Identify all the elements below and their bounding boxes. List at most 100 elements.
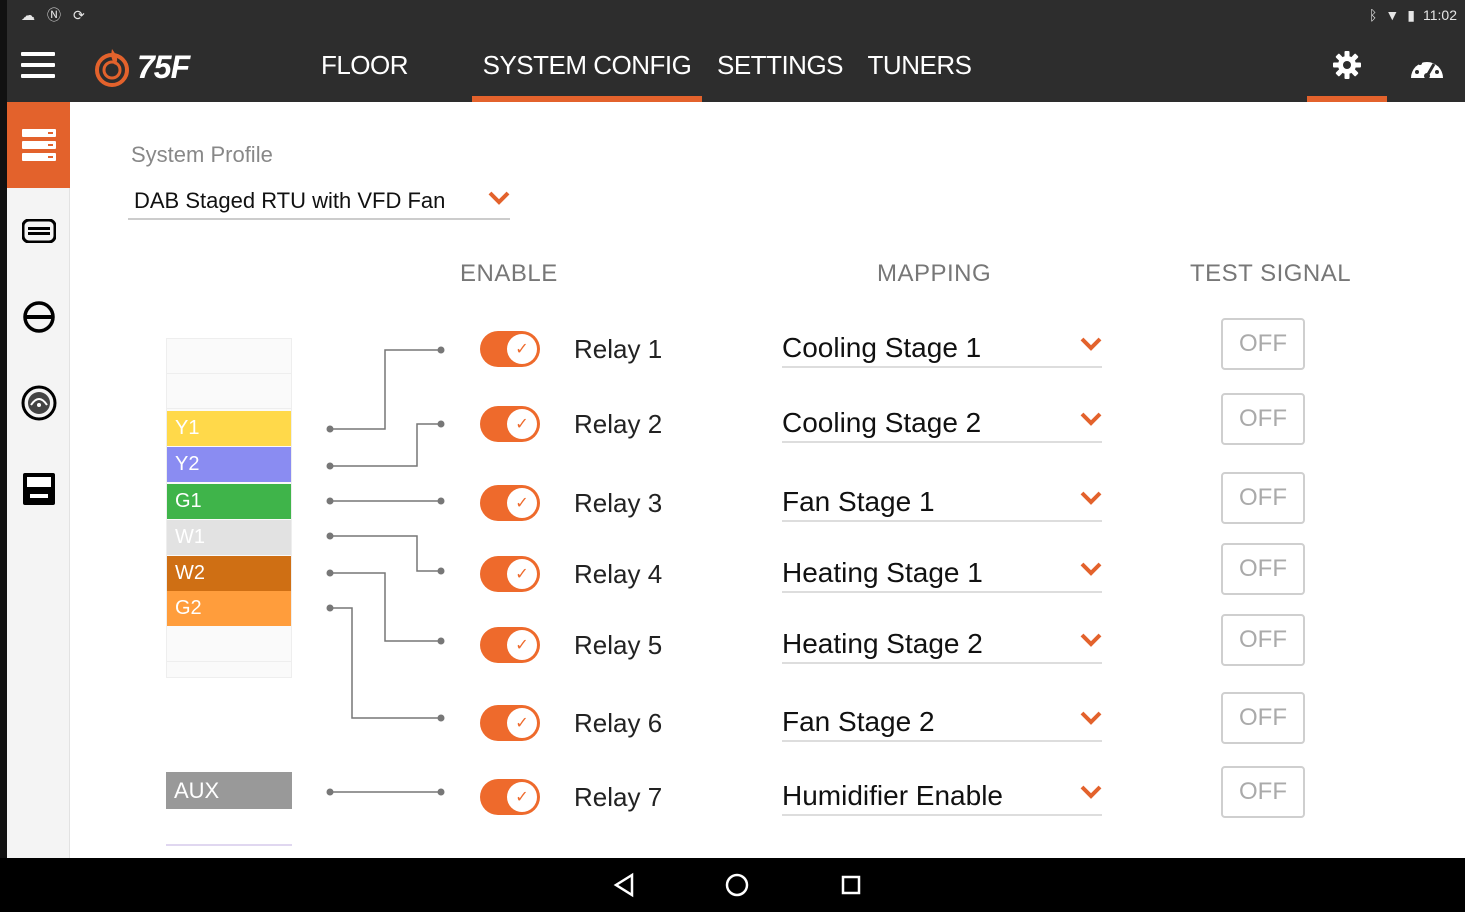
tab-settings[interactable]: SETTINGS [717,32,844,102]
relay-1-test-button[interactable]: OFF [1221,318,1305,370]
terminal-block: Y1 Y2 G1 W1 W2 G2 [166,338,292,678]
nfc-icon: Ⓝ [47,7,61,23]
mapping-value: Fan Stage 1 [782,486,935,517]
relay-3-test-button[interactable]: OFF [1221,472,1305,524]
divider [166,844,292,846]
relay-label: Relay 4 [574,559,663,589]
system-nav-bar [0,858,1465,912]
system-config-panel: System Profile DAB Staged RTU with VFD F… [70,102,1465,858]
tab-label: SETTINGS [717,50,844,80]
rail-item-sensor[interactable] [7,274,70,360]
relay-row-7: ✓ Relay 7 Humidifier Enable OFF [470,766,1370,826]
wiring-diagram [326,346,445,796]
relay-label: Relay 2 [574,409,663,439]
sync-icon: ⟳ [73,7,85,23]
relay-7-mapping-dropdown[interactable]: Humidifier Enable [782,772,1102,816]
terminal-aux: AUX [166,772,292,809]
relay-6-test-button[interactable]: OFF [1221,692,1305,744]
relay-row-3: ✓ Relay 3 Fan Stage 1 OFF [470,472,1370,532]
chevron-down-icon [488,191,510,205]
logo: 75F [93,44,213,90]
cloud-icon: ☁ [21,7,35,23]
tab-label: SYSTEM CONFIG [482,50,692,80]
menu-icon[interactable] [21,52,55,80]
home-icon[interactable] [724,872,750,898]
relay-6-mapping-dropdown[interactable]: Fan Stage 2 [782,698,1102,742]
rail-item-thermostat[interactable] [7,360,70,446]
relay-1-enable-toggle[interactable]: ✓ [480,331,540,367]
check-icon: ✓ [507,559,537,589]
relay-row-5: ✓ Relay 5 Heating Stage 2 OFF [470,614,1370,674]
relay-3-enable-toggle[interactable]: ✓ [480,485,540,521]
tab-system-config[interactable]: SYSTEM CONFIG [472,32,702,102]
relay-7-test-button[interactable]: OFF [1221,766,1305,818]
relay-5-test-button[interactable]: OFF [1221,614,1305,666]
relay-2-test-button[interactable]: OFF [1221,393,1305,445]
dashboard-icon[interactable] [1407,50,1447,84]
side-rail [7,102,70,858]
relay-6-enable-toggle[interactable]: ✓ [480,705,540,741]
tab-label: TUNERS [867,50,972,80]
back-icon[interactable] [612,872,636,898]
check-icon: ✓ [507,488,537,518]
thermostat-icon [21,385,56,421]
mapping-value: Cooling Stage 1 [782,332,982,363]
relay-5-enable-toggle[interactable]: ✓ [480,627,540,663]
check-icon: ✓ [507,782,537,812]
relay-label: Relay 5 [574,630,663,660]
bluetooth-icon: ᛒ [1369,7,1378,23]
check-icon: ✓ [507,630,537,660]
terminal-slot [167,374,291,409]
terminal-y1: Y1 [167,411,291,446]
tab-label: FLOOR LAYOUT [314,50,415,146]
mapping-column-header: MAPPING [877,260,992,287]
relay-7-enable-toggle[interactable]: ✓ [480,779,540,815]
relay-2-mapping-dropdown[interactable]: Cooling Stage 2 [782,399,1102,443]
brand-name: 75F [137,48,190,85]
relay-row-2: ✓ Relay 2 Cooling Stage 2 OFF [470,393,1370,453]
rail-item-system[interactable] [7,102,70,188]
chevron-down-icon [1080,711,1102,725]
terminal-g1: G1 [167,484,291,519]
mapping-value: Heating Stage 2 [782,628,983,659]
check-icon: ✓ [507,409,537,439]
relay-5-mapping-dropdown[interactable]: Heating Stage 2 [782,620,1102,664]
chevron-down-icon [1080,562,1102,576]
test-signal-column-header: TEST SIGNAL [1190,260,1352,287]
recents-icon[interactable] [839,872,863,898]
relay-3-mapping-dropdown[interactable]: Fan Stage 1 [782,478,1102,522]
mapping-value: Cooling Stage 2 [782,407,982,438]
relay-4-enable-toggle[interactable]: ✓ [480,556,540,592]
rail-item-module[interactable] [7,188,70,274]
mapping-value: Heating Stage 1 [782,557,983,588]
system-profile-dropdown[interactable]: DAB Staged RTU with VFD Fan [128,184,510,220]
relay-4-mapping-dropdown[interactable]: Heating Stage 1 [782,549,1102,593]
chevron-down-icon [1080,785,1102,799]
relay-row-4: ✓ Relay 4 Heating Stage 1 OFF [470,543,1370,603]
system-profile-label: System Profile [131,142,273,167]
wifi-icon: ▼ [1385,7,1400,23]
battery-icon: ▮ [1407,7,1415,23]
tab-tuners[interactable]: TUNERS [867,32,972,102]
relay-1-mapping-dropdown[interactable]: Cooling Stage 1 [782,324,1102,368]
rail-item-rtu[interactable] [7,446,70,532]
relay-2-enable-toggle[interactable]: ✓ [480,406,540,442]
app-bar: 75F FLOOR LAYOUT SYSTEM CONFIG SETTINGS … [7,32,1465,146]
tab-floor-layout[interactable]: FLOOR LAYOUT [272,32,457,146]
check-icon: ✓ [507,708,537,738]
system-profile-value: DAB Staged RTU with VFD Fan [134,188,446,213]
relay-4-test-button[interactable]: OFF [1221,543,1305,595]
terminal-slot [167,339,291,374]
screen: ☁ Ⓝ ⟳ ᛒ ▼ ▮ 11:02 75F FLOOR L [7,0,1465,858]
sensor-icon [22,301,55,333]
flame-logo-icon [95,49,129,87]
mapping-value: Humidifier Enable [782,780,1003,811]
relay-label: Relay 1 [574,334,663,364]
relay-row-1: ✓ Relay 1 Cooling Stage 1 OFF [470,318,1370,378]
gear-button[interactable] [1307,32,1387,102]
status-bar: ☁ Ⓝ ⟳ ᛒ ▼ ▮ 11:02 [7,0,1465,32]
module-icon [21,219,56,243]
relay-row-6: ✓ Relay 6 Fan Stage 2 OFF [470,692,1370,752]
chevron-down-icon [1080,337,1102,351]
